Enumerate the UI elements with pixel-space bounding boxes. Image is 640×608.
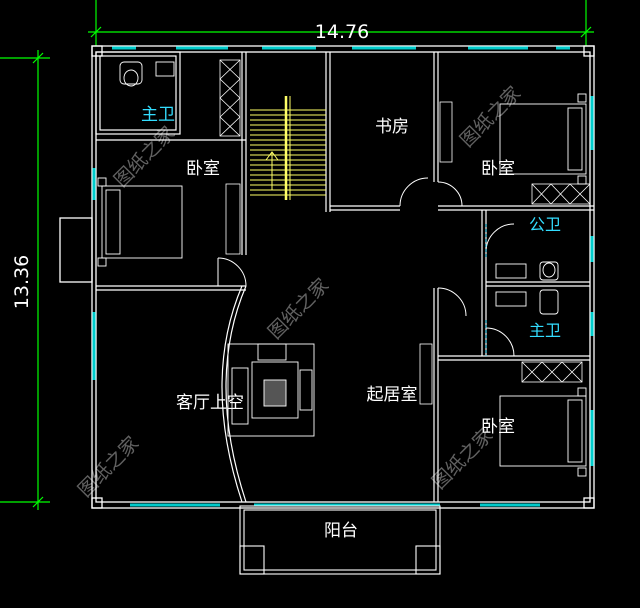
width-dimension-label: 14.76 [315, 21, 369, 43]
beds [97, 93, 587, 477]
room-label-balcony: 阳台 [324, 521, 358, 541]
bath-fixtures [119, 61, 559, 315]
balcony [239, 505, 441, 575]
interior-walls [95, 51, 594, 503]
exterior-walls [59, 45, 595, 509]
room-label-family-room: 起居室 [367, 385, 418, 405]
room-label-bedroom-bottom-right: 卧室 [481, 417, 515, 437]
sofa-set [227, 343, 315, 437]
room-label-master-bath-top-left: 主卫 [141, 105, 175, 125]
room-label-bedroom-left: 卧室 [186, 159, 220, 179]
room-label-living-void: 客厅上空 [176, 393, 244, 413]
windows [92, 46, 594, 507]
watermark-4: 图纸之家 [74, 432, 143, 501]
room-label-public-bath: 公卫 [529, 215, 561, 234]
height-dimension-label: 13.36 [11, 255, 33, 309]
dimension-height [0, 50, 50, 510]
room-label-bedroom-top-right: 卧室 [481, 159, 515, 179]
door-swings [217, 177, 515, 357]
room-label-master-bath-right: 主卫 [529, 321, 561, 340]
wardrobes [219, 59, 591, 405]
dimension-width [88, 0, 594, 46]
staircase [250, 96, 326, 200]
watermark-2: 图纸之家 [456, 82, 525, 151]
watermark-1: 图纸之家 [110, 122, 179, 191]
watermark-3: 图纸之家 [264, 274, 333, 343]
room-label-study: 书房 [375, 117, 409, 137]
